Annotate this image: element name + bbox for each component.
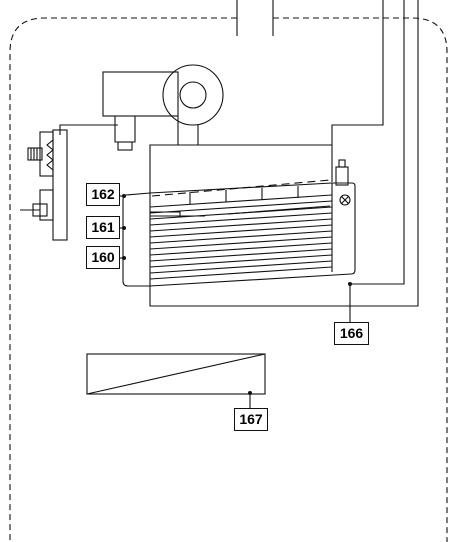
- threaded-bolt: [27, 147, 43, 161]
- lower-unit-diagonal: [86, 353, 266, 395]
- coil-fins: [149, 183, 333, 280]
- frame-outer: [149, 0, 419, 307]
- inner-wall: [331, 0, 384, 145]
- callout-166: 166: [334, 322, 369, 345]
- callout-167: 167: [234, 408, 268, 431]
- sensor-tip: [338, 159, 346, 168]
- indicator-lamp-x2: [341, 196, 349, 204]
- callout-162: 162: [86, 183, 120, 206]
- shaft-coupling: [117, 141, 133, 151]
- callout-161: 161: [86, 216, 120, 239]
- fan-outer-ring: [162, 64, 224, 126]
- motor-shaft: [114, 116, 136, 143]
- fan-duct: [177, 116, 199, 146]
- fan-inner-ring: [179, 81, 207, 109]
- bracket-teeth: [46, 139, 54, 171]
- lower-unit: [86, 353, 266, 395]
- coil-block-outline: [122, 182, 356, 287]
- bracket-block-bottom: [39, 189, 54, 221]
- motor-housing: [102, 71, 179, 117]
- water-level-line: [151, 179, 331, 197]
- leader-lines: [120, 195, 351, 408]
- sensor-body: [335, 166, 349, 186]
- callout-160: 160: [86, 246, 120, 269]
- housing-outline: [9, 17, 448, 542]
- tank-outline: [149, 144, 333, 282]
- indicator-lamp-icon: [339, 194, 351, 206]
- bracket-block-top: [39, 131, 54, 177]
- frame-inner: [352, 0, 405, 285]
- coil-inner-bracket: [150, 211, 181, 216]
- wire-motor-bracket: [59, 124, 118, 135]
- coil-inner-rod-2: [227, 205, 331, 215]
- bracket-plate: [52, 129, 68, 241]
